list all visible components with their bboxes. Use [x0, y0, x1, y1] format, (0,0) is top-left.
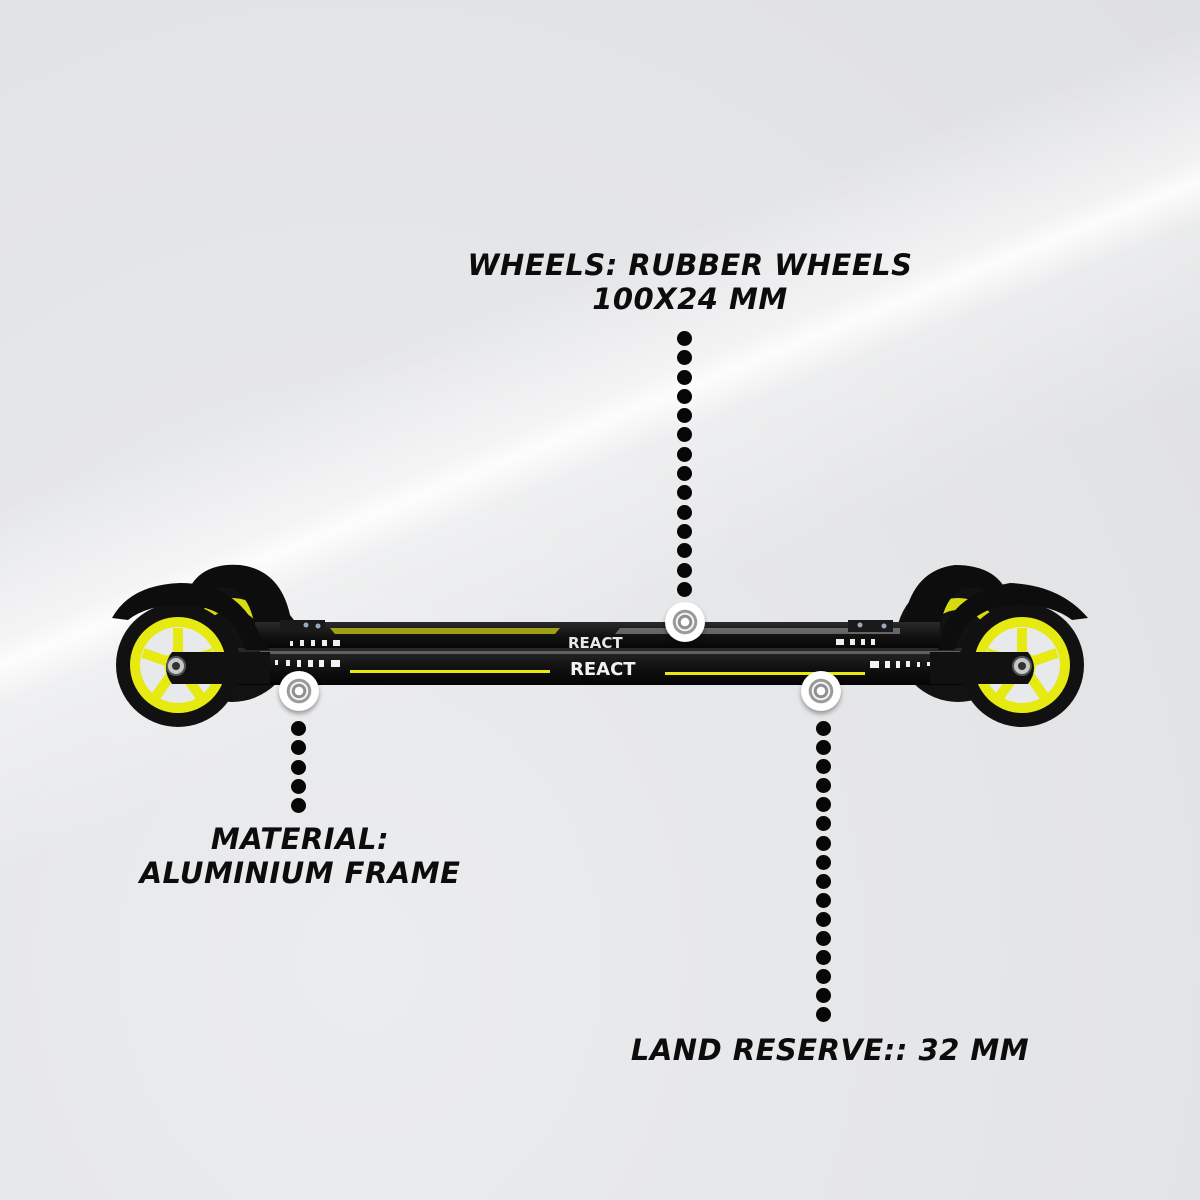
- land-reserve-spec-label: LAND RESERVE:: 32 MM: [630, 1033, 1030, 1067]
- material-dotted-leader: [291, 721, 306, 814]
- land-reserve-spec-line1: LAND RESERVE:: 32 MM: [630, 1033, 1030, 1067]
- material-spec-line1: MATERIAL:: [210, 822, 390, 856]
- material-spec-label: MATERIAL: ALUMINIUM FRAME: [130, 822, 470, 890]
- wheels-dotted-leader: [677, 331, 692, 597]
- land-reserve-target-icon: [801, 671, 841, 711]
- wheels-target-icon: [665, 602, 705, 642]
- material-target-icon: [279, 671, 319, 711]
- wheels-spec-label: WHEELS: RUBBER WHEELS 100X24 MM: [460, 248, 920, 316]
- land-reserve-dotted-leader: [816, 721, 831, 1023]
- wheels-spec-line1: WHEELS: RUBBER WHEELS: [467, 248, 913, 282]
- material-spec-line2: ALUMINIUM FRAME: [139, 856, 461, 890]
- wheels-spec-line2: 100X24 MM: [592, 282, 788, 316]
